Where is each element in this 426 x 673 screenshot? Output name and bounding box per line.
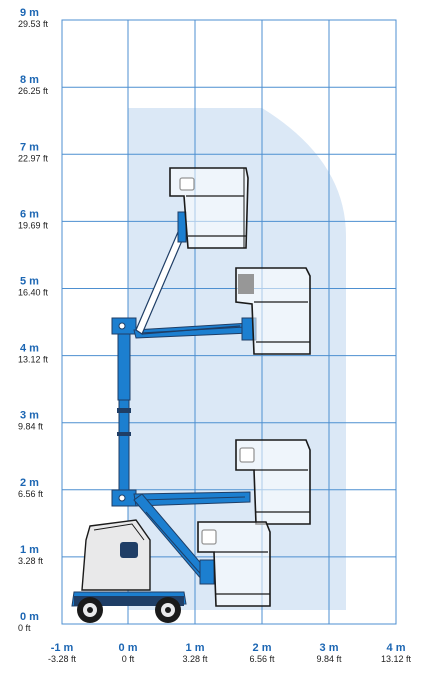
x-tick-label-m: 0 m xyxy=(119,642,138,654)
x-tick-0: 0 m0 ft xyxy=(119,642,138,664)
x-tick-label-m: 1 m xyxy=(186,642,205,654)
y-tick-3: 3 m9.84 ft xyxy=(18,410,44,432)
x-tick-label-m: -1 m xyxy=(51,642,74,654)
lift-machine xyxy=(71,167,311,623)
y-tick-label-ft: 9.84 ft xyxy=(18,422,44,432)
mast xyxy=(111,317,137,507)
x-axis-labels: -1 m-3.28 ft 0 m0 ft 1 m3.28 ft 2 m6.56 ft 3… xyxy=(48,642,412,664)
y-tick-label-m: 1 m xyxy=(20,544,39,556)
platform-mid xyxy=(235,267,311,355)
y-tick-0: 0 m0 ft xyxy=(18,611,39,633)
platform-low-upper xyxy=(235,439,311,525)
x-tick-label-ft: 13.12 ft xyxy=(381,654,412,664)
y-tick-9: 9 m29.53 ft xyxy=(18,7,49,29)
y-tick-label-m: 9 m xyxy=(20,7,39,19)
x-tick-3: 3 m9.84 ft xyxy=(316,642,342,664)
y-tick-label-ft: 0 ft xyxy=(18,623,31,633)
y-tick-label-ft: 16.40 ft xyxy=(18,288,49,298)
y-tick-7: 7 m22.97 ft xyxy=(18,141,49,163)
y-tick-label-ft: 6.56 ft xyxy=(18,489,44,499)
y-tick-8: 8 m26.25 ft xyxy=(18,74,49,96)
platform-top xyxy=(169,167,249,249)
y-tick-label-m: 8 m xyxy=(20,74,39,86)
y-tick-label-ft: 3.28 ft xyxy=(18,556,44,566)
y-tick-label-ft: 19.69 ft xyxy=(18,220,49,230)
y-tick-label-m: 0 m xyxy=(20,611,39,623)
x-tick-4: 4 m13.12 ft xyxy=(381,642,412,664)
y-tick-label-m: 4 m xyxy=(20,343,39,355)
jib-raised xyxy=(133,211,257,341)
x-tick-label-ft: 9.84 ft xyxy=(316,654,342,664)
y-tick-label-ft: 13.12 ft xyxy=(18,355,49,365)
y-tick-label-m: 5 m xyxy=(20,276,39,288)
y-axis-labels: 0 m0 ft 1 m3.28 ft 2 m6.56 ft 3 m9.84 ft 4 m… xyxy=(18,7,49,633)
x-tick-label-m: 3 m xyxy=(320,642,339,654)
y-tick-5: 5 m16.40 ft xyxy=(18,276,49,298)
x-tick-label-ft: 3.28 ft xyxy=(182,654,208,664)
y-tick-2: 2 m6.56 ft xyxy=(18,477,44,499)
grid-frame xyxy=(61,19,397,625)
y-tick-6: 6 m19.69 ft xyxy=(18,208,49,230)
y-tick-label-m: 6 m xyxy=(20,208,39,220)
y-tick-4: 4 m13.12 ft xyxy=(18,343,49,365)
y-tick-1: 1 m3.28 ft xyxy=(18,544,44,566)
chassis xyxy=(71,519,187,623)
y-tick-label-ft: 26.25 ft xyxy=(18,86,49,96)
x-tick-1: 1 m3.28 ft xyxy=(182,642,208,664)
jib-lowered xyxy=(133,491,251,585)
y-tick-label-ft: 22.97 ft xyxy=(18,153,49,163)
x-tick-label-ft: 0 ft xyxy=(122,654,135,664)
x-tick-label-m: 4 m xyxy=(387,642,406,654)
y-tick-label-m: 7 m xyxy=(20,141,39,153)
x-tick-label-ft: -3.28 ft xyxy=(48,654,77,664)
y-tick-label-m: 2 m xyxy=(20,477,39,489)
y-tick-label-m: 3 m xyxy=(20,410,39,422)
x-tick-label-m: 2 m xyxy=(253,642,272,654)
y-tick-label-ft: 29.53 ft xyxy=(18,19,49,29)
x-tick-2: 2 m6.56 ft xyxy=(249,642,275,664)
x-tick-label-ft: 6.56 ft xyxy=(249,654,275,664)
platform-low-lower xyxy=(197,521,271,607)
x-tick--1: -1 m-3.28 ft xyxy=(48,642,77,664)
